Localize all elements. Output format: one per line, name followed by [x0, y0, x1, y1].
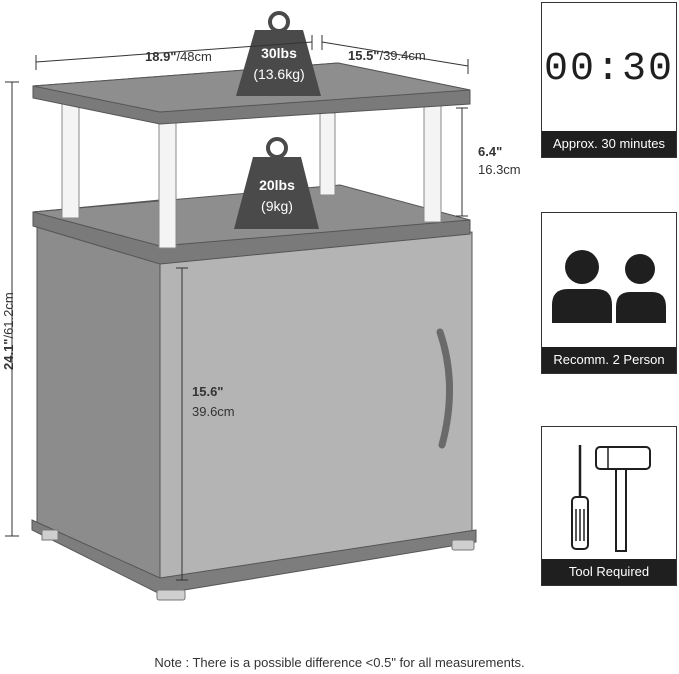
- screwdriver-hammer-icon: [571, 445, 651, 552]
- dimension-lines: [5, 35, 469, 581]
- depth-label-main: 15.5": [348, 48, 379, 63]
- tools-caption: Tool Required: [542, 559, 676, 585]
- door-height-main: 15.6": [192, 384, 223, 399]
- depth-label: 15.5"/39.4cm: [348, 48, 426, 63]
- door-handle: [436, 328, 454, 449]
- height-label-sub: /61.2cm: [1, 292, 16, 338]
- top-load-main: 30lbs: [261, 45, 297, 61]
- leg-front-left: [158, 117, 177, 249]
- assembly-time-card: 00:30 Approx. 30 minutes: [541, 2, 677, 158]
- shelf-load-sub: (9kg): [261, 198, 293, 214]
- people-caption: Recomm. 2 Person: [542, 347, 676, 373]
- shelf-load-main: 20lbs: [259, 177, 295, 193]
- foot-left: [41, 529, 59, 541]
- height-label: 24.1"/61.2cm: [1, 292, 16, 370]
- cabinet: [31, 62, 477, 601]
- base-plate: [31, 519, 477, 595]
- shelf-gap-sub: 16.3cm: [478, 162, 521, 177]
- assembly-time-caption: Approx. 30 minutes: [542, 131, 676, 157]
- width-label-sub: /48cm: [176, 49, 211, 64]
- top-load-sub: (13.6kg): [253, 66, 304, 82]
- tools-card: Tool Required: [541, 426, 677, 586]
- shelf-gap-main: 6.4": [478, 144, 502, 159]
- timer-display: 00:30: [543, 47, 675, 92]
- measurement-note: Note : There is a possible difference <0…: [154, 655, 525, 670]
- depth-label-sub: /39.4cm: [379, 48, 425, 63]
- door-height-sub: 39.6cm: [192, 404, 235, 419]
- height-label-main: 24.1": [1, 339, 16, 370]
- people-card: Recomm. 2 Person: [541, 212, 677, 374]
- foot-front: [156, 589, 186, 601]
- two-person-icon: [552, 250, 666, 323]
- leg-back-left: [61, 99, 80, 219]
- foot-right: [451, 539, 475, 551]
- shelf-weight-icon: 20lbs (9kg): [234, 137, 319, 229]
- width-label: 18.9"/48cm: [145, 49, 212, 64]
- leg-back-right: [319, 112, 336, 196]
- width-label-main: 18.9": [145, 49, 176, 64]
- top-weight-icon: 30lbs (13.6kg): [236, 11, 321, 96]
- leg-front-right: [423, 101, 442, 223]
